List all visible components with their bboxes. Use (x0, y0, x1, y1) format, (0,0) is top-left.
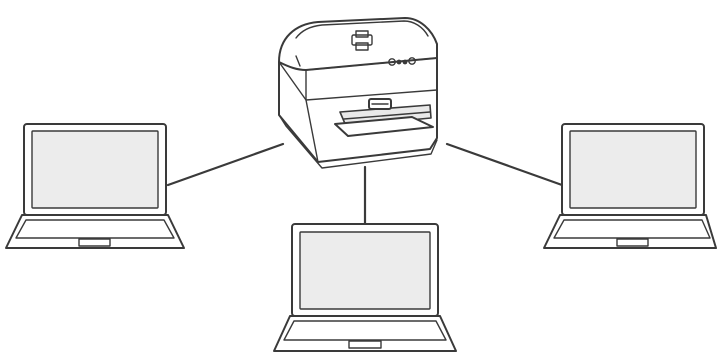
laptop-right-icon (544, 124, 716, 248)
edge-printer-laptop-right (447, 144, 562, 185)
laptop-center-icon (274, 224, 456, 351)
edge-printer-laptop-left (168, 144, 283, 185)
label-printer-icon (279, 18, 437, 168)
laptop-left-icon (6, 124, 184, 248)
